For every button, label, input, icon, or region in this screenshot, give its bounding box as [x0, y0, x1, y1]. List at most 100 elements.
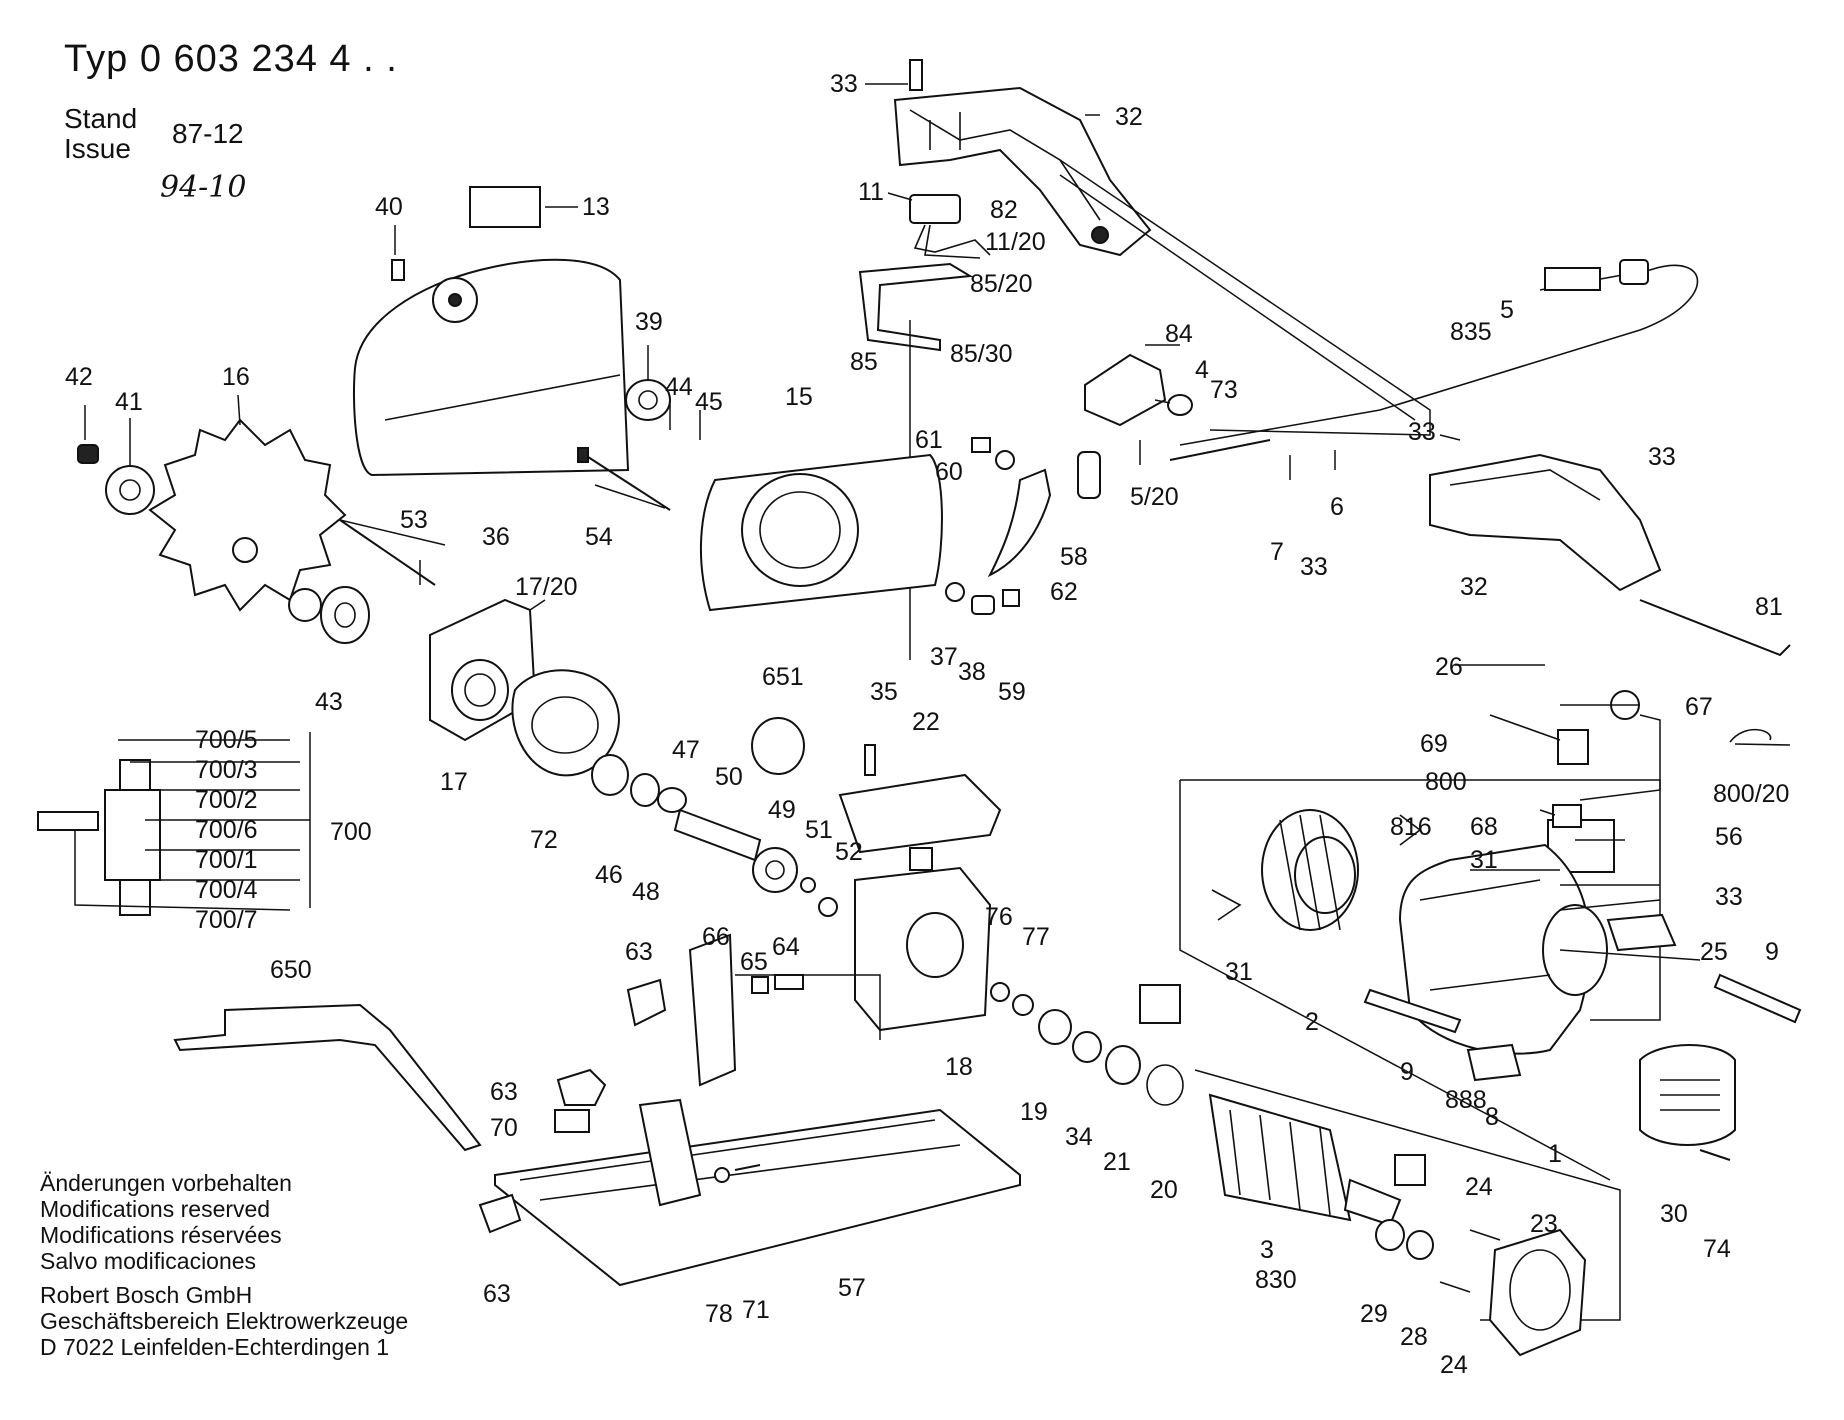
rod-part-53: [339, 519, 436, 586]
knob-part-63-upper: [626, 978, 667, 1027]
callout-label: 52: [835, 838, 863, 866]
switch-part-4: [1084, 353, 1167, 427]
callout-label: 63: [483, 1280, 511, 1308]
callout-label: 32: [1115, 103, 1143, 131]
callout-label: 34: [1065, 1123, 1093, 1151]
bearing-part-b: [1394, 1154, 1426, 1186]
callout-label: 84: [1165, 320, 1193, 348]
bracket-part-22: [838, 773, 1002, 871]
end-cover-part-30: [1639, 1044, 1736, 1146]
gear-case-part-18: [854, 866, 992, 1032]
nut-part-59: [1002, 589, 1020, 607]
bolt-part-61: [971, 437, 991, 453]
callout-label: 74: [1703, 1235, 1731, 1263]
callout-label: 71: [742, 1296, 770, 1324]
bearing-part-29: [1375, 1219, 1405, 1251]
knob-part-651: [751, 717, 805, 775]
callout-label: 32: [1460, 573, 1488, 601]
gear-part-49: [752, 847, 798, 893]
callout-label: 85/20: [970, 270, 1033, 298]
screw-part-35: [864, 744, 876, 776]
callout-label: 82: [990, 196, 1018, 224]
callout-label: 23: [1530, 1210, 1558, 1238]
callout-label: 76: [985, 903, 1013, 931]
bolt-part-38: [971, 595, 995, 615]
callout-label: 33: [1408, 418, 1436, 446]
company-address: D 7022 Leinfelden-Echterdingen 1: [40, 1334, 390, 1360]
callout-label: 69: [1420, 730, 1448, 758]
plate-part-70: [554, 1109, 590, 1133]
callout-label: 48: [632, 878, 660, 906]
bearing-part-46: [591, 754, 629, 796]
callout-label: 33: [1648, 443, 1676, 471]
callout-label: 9: [1765, 938, 1779, 966]
callout-label: 16: [222, 363, 250, 391]
armature-part-3: [1208, 1093, 1402, 1227]
bolt-part-42: [77, 444, 99, 464]
callout-label: 700/5: [195, 726, 258, 754]
callout-label: 6: [1330, 493, 1344, 521]
bearing-part-52: [818, 897, 838, 917]
knob-part-63-base: [556, 1068, 607, 1106]
callout-label: 26: [1435, 653, 1463, 681]
callout-label: 3: [1260, 1236, 1274, 1264]
callout-label: 51: [805, 816, 833, 844]
callout-label: 11/20: [985, 228, 1046, 256]
callout-label: 78: [705, 1300, 733, 1328]
strip-part-9: [1363, 973, 1802, 1034]
callout-label: 49: [768, 796, 796, 824]
callout-label: 650: [270, 956, 312, 984]
callout-label: 11: [858, 178, 884, 206]
handwritten-date: 94-10: [160, 170, 247, 205]
callout-label: 25: [1700, 938, 1728, 966]
callout-label: 56: [1715, 823, 1743, 851]
callout-label: 8: [1485, 1103, 1499, 1131]
callout-label: 13: [582, 193, 610, 221]
callout-label: 30: [1660, 1200, 1688, 1228]
callout-label: 63: [490, 1078, 518, 1106]
callout-label: 700/2: [195, 786, 258, 814]
handle-part-32-upper: [893, 86, 1152, 257]
label-part-888: [1466, 1043, 1522, 1082]
callout-label: 59: [998, 678, 1026, 706]
callout-label: 68: [1470, 813, 1498, 841]
gear-housing-part-15: [699, 453, 943, 612]
footer-notes: Änderungen vorbehalten Modifications res…: [40, 1170, 408, 1360]
callout-label: 53: [400, 506, 428, 534]
callout-label: 70: [490, 1114, 518, 1142]
callout-label: 47: [672, 736, 700, 764]
callout-label: 700: [330, 818, 372, 846]
callout-label: 700/7: [195, 906, 258, 934]
callout-label: 73: [1210, 376, 1238, 404]
motor-housing-part-1: [1398, 843, 1608, 1055]
note-en: Modifications reserved: [40, 1196, 271, 1222]
callout-label: 41: [115, 388, 143, 416]
callout-label: 31: [1470, 846, 1498, 874]
stand-issue-block: Stand Issue: [64, 104, 137, 164]
callout-label: 61: [915, 426, 943, 454]
ring-part-48: [630, 773, 660, 807]
note-de: Änderungen vorbehalten: [40, 1170, 292, 1196]
callout-label: 35: [870, 678, 898, 706]
callout-label: 36: [482, 523, 510, 551]
depth-scale-part-66: [688, 933, 737, 1087]
callout-label: 85/30: [950, 340, 1013, 368]
callout-label: 835: [1450, 318, 1492, 346]
bearing-part-a: [1139, 984, 1181, 1024]
blade-guard-part-36: [353, 258, 630, 477]
stand-value: 87-12: [172, 118, 244, 149]
callout-label: 888: [1445, 1086, 1487, 1114]
callout-label: 700/3: [195, 756, 258, 784]
callout-label: 37: [930, 643, 958, 671]
issue-label: Issue: [64, 133, 131, 164]
screw-part-33-top: [909, 59, 923, 91]
callout-label: 9: [1400, 1058, 1414, 1086]
ring-part-28: [1406, 1230, 1434, 1260]
circlip-part-20: [1146, 1064, 1184, 1106]
flange-part-43: [320, 586, 370, 644]
brush-part-69: [1489, 714, 1589, 765]
screw-part-74: [1699, 1149, 1731, 1161]
callout-label: 20: [1150, 1176, 1178, 1204]
callout-label: 7: [1270, 538, 1284, 566]
